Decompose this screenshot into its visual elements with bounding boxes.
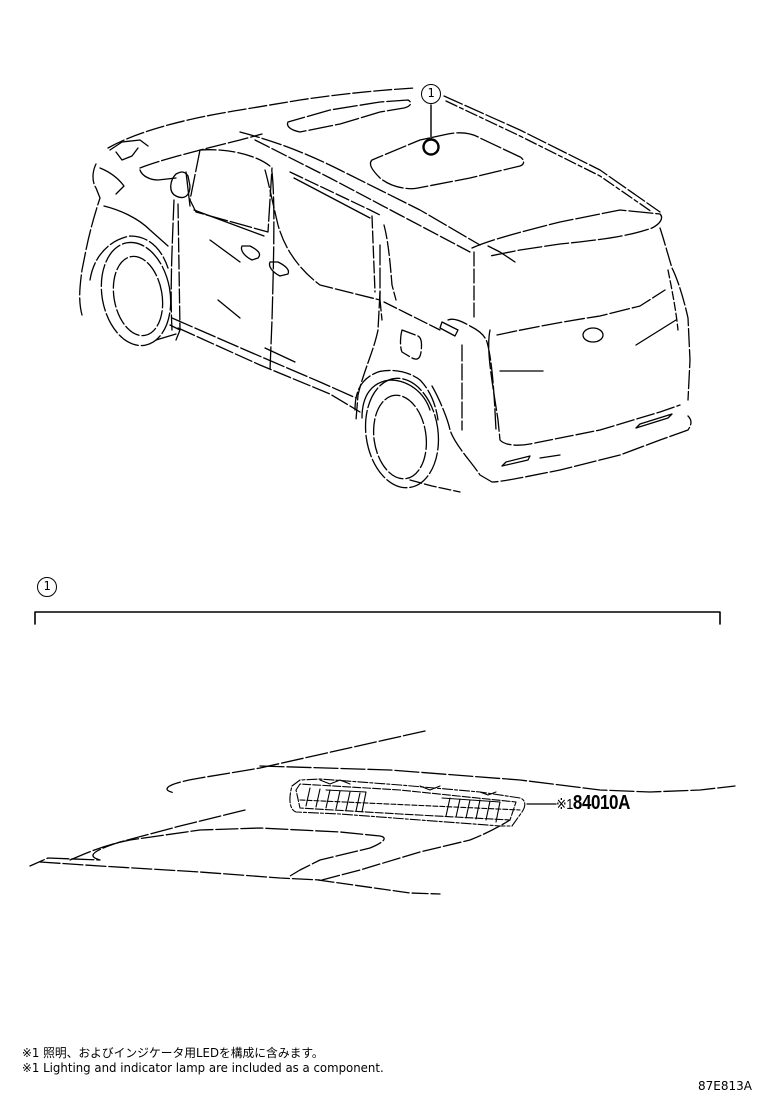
footnotes: ※1 照明、およびインジケータ用LEDを構成に含みます。 ※1 Lighting…	[22, 1046, 391, 1076]
note-mark: ※1	[22, 1046, 40, 1060]
lamp-location-marker	[422, 138, 440, 156]
footnote-japanese: ※1 照明、およびインジケータ用LEDを構成に含みます。	[22, 1046, 384, 1061]
note-mark: ※1	[22, 1061, 40, 1075]
detail-section	[29, 611, 736, 895]
lamp-assembly-drawing	[289, 778, 526, 827]
note-text: Lighting and indicator lamp are included…	[43, 1061, 384, 1075]
part-number-label[interactable]: ※184010A	[556, 792, 630, 815]
note-mark: ※1	[556, 796, 573, 813]
detail-bracket	[34, 611, 721, 625]
part-number: 84010A	[572, 792, 630, 814]
callout-number: 1	[43, 579, 51, 593]
callout-1-vehicle: 1	[421, 84, 441, 104]
footnote-english: ※1 Lighting and indicator lamp are inclu…	[22, 1061, 384, 1076]
note-text: 照明、およびインジケータ用LEDを構成に含みます。	[43, 1046, 324, 1060]
callout-1-detail: 1	[37, 577, 57, 597]
callout-number: 1	[427, 86, 435, 100]
vehicle-outline	[79, 87, 692, 493]
diagram-id: 87E813A	[698, 1079, 752, 1093]
